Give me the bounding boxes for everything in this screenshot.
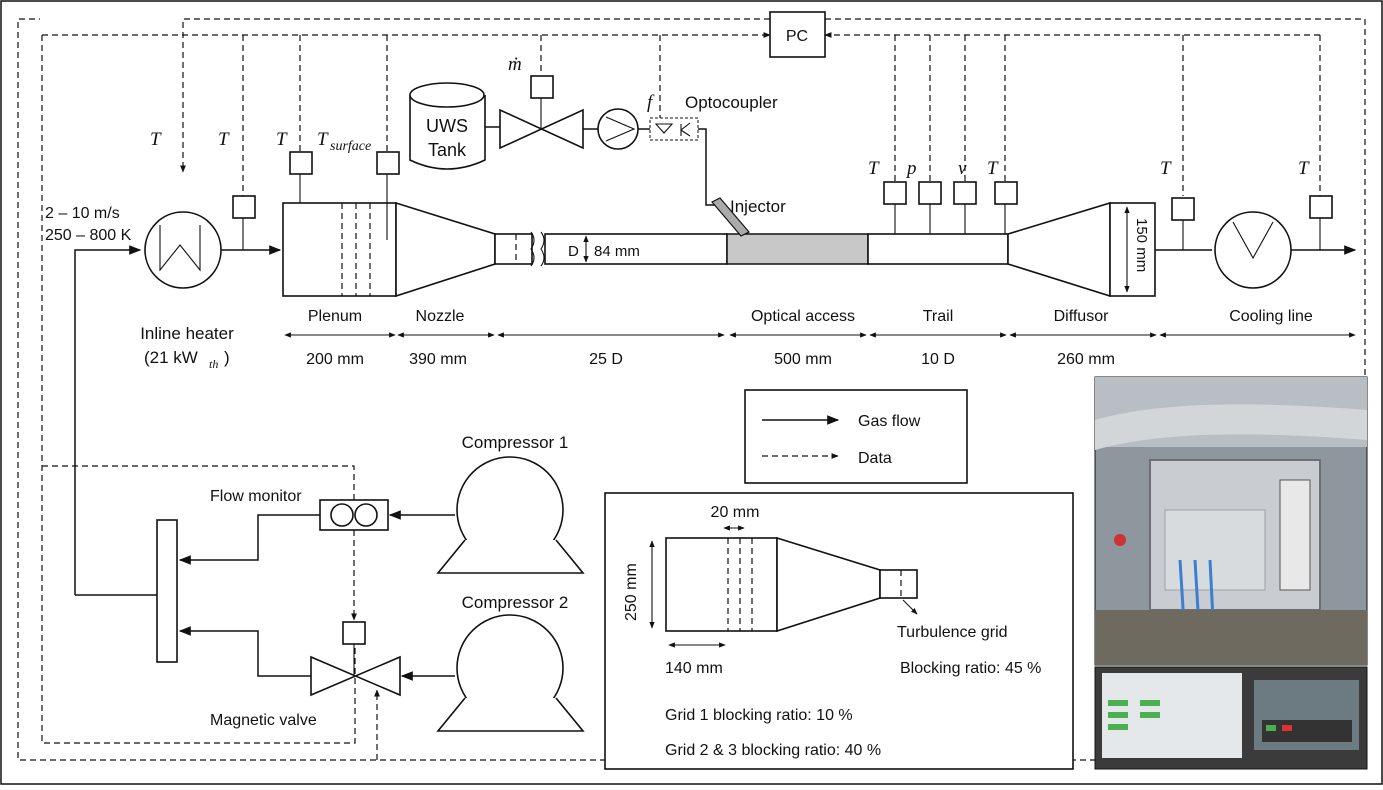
optocoupler-box [649,117,699,141]
diffusor-body [1007,201,1111,298]
trail-body [867,233,1009,265]
svg-text:Turbulence grid: Turbulence grid [897,624,1008,641]
svg-text:T: T [987,158,999,179]
section-name-optical: Optical access [751,308,855,325]
svg-text:T: T [218,129,230,150]
svg-text:250 mm: 250 mm [623,563,640,621]
injector-nozzle [711,197,750,237]
section-dimensions: Plenum Nozzle Optical access Trail Diffu… [284,308,1356,368]
section-length-plenum: 200 mm [306,351,364,368]
legend: Gas flow Data [744,389,968,484]
svg-text:Grid 2 & 3 blocking ratio: 40: Grid 2 & 3 blocking ratio: 40 % [665,742,881,759]
svg-text:f: f [647,92,655,113]
magnetic-valve-symbol [310,655,401,697]
svg-text:Compressor 1: Compressor 1 [462,433,569,452]
section-name-diffusor: Diffusor [1054,308,1110,325]
svg-text:Inline heater: Inline heater [140,324,234,343]
uws-tank [409,95,486,170]
svg-text:84 mm: 84 mm [594,243,640,260]
svg-text:Optocoupler: Optocoupler [685,93,778,112]
svg-text:2 – 10 m/s: 2 – 10 m/s [45,205,120,222]
svg-text:T: T [276,129,288,150]
svg-text:Blocking ratio: 45 %: Blocking ratio: 45 % [900,660,1041,677]
svg-text:250 – 800 K: 250 – 800 K [45,227,132,244]
svg-text:140 mm: 140 mm [665,660,723,677]
svg-text:20 mm: 20 mm [711,504,760,521]
svg-text:th: th [209,357,218,371]
svg-text:T: T [868,158,880,179]
section-length-trail: 10 D [921,351,955,368]
svg-text:Tank: Tank [428,140,467,160]
nozzle-body [395,201,496,298]
cooler-symbol [1214,211,1292,289]
data-lines [17,18,1366,761]
tunnel: D 84 mm 150 mm [74,201,1357,595]
section-name-trail: Trail [923,308,954,325]
svg-text:T: T [1160,158,1172,179]
section-length-diffusor: 260 mm [1057,351,1115,368]
heater-symbol [144,211,222,289]
svg-text:Gas flow: Gas flow [858,413,921,430]
supply-system: Flow monitor Magnetic valve Compressor 1… [75,433,585,732]
svg-text:ṁ: ṁ [508,54,522,75]
heater-labels: 2 – 10 m/s 250 – 800 K Inline heater (21… [45,205,234,371]
optical-access-body [726,233,869,265]
monitor-photo [1094,666,1368,770]
svg-text:(21 kW: (21 kW [144,348,198,367]
injection-system: UWS Tank ṁ f Optocoupler Injector [409,54,786,237]
pump [597,108,639,150]
section-length-optical: 500 mm [774,351,832,368]
svg-text:Magnetic valve: Magnetic valve [210,712,317,729]
section-name-plenum: Plenum [308,308,362,325]
svg-text:D: D [568,243,579,260]
svg-text:p: p [905,158,917,179]
svg-text:Compressor 2: Compressor 2 [462,593,569,612]
svg-text:PC: PC [786,28,808,45]
pc-unit: PC [769,11,826,58]
svg-text:UWS: UWS [426,116,468,136]
section-name-cooling: Cooling line [1229,308,1313,325]
svg-text:Data: Data [858,450,892,467]
svg-text:Grid 1 blocking ratio: 10 %: Grid 1 blocking ratio: 10 % [665,707,853,724]
plenum-inset: 20 mm 250 mm 140 mm Turbulence grid Bloc… [604,492,1074,770]
svg-text:surface: surface [330,139,371,154]
svg-text:Injector: Injector [730,197,786,216]
rig-photo [1094,376,1368,666]
svg-text:150 mm: 150 mm [1133,218,1150,272]
svg-text:T: T [1298,158,1310,179]
svg-text:T: T [150,129,162,150]
distribution-manifold [156,519,178,663]
section-name-nozzle: Nozzle [416,308,465,325]
plenum-body [282,202,397,297]
svg-text:): ) [224,348,230,367]
section-length-nozzle: 390 mm [409,351,467,368]
section-length-pipe: 25 D [589,351,623,368]
svg-text:v⃗: v⃗ [958,158,981,179]
svg-text:T: T [317,129,329,150]
svg-text:Flow monitor: Flow monitor [210,488,302,505]
sensors: T T T T surface T p v⃗ T T T [150,129,1333,250]
